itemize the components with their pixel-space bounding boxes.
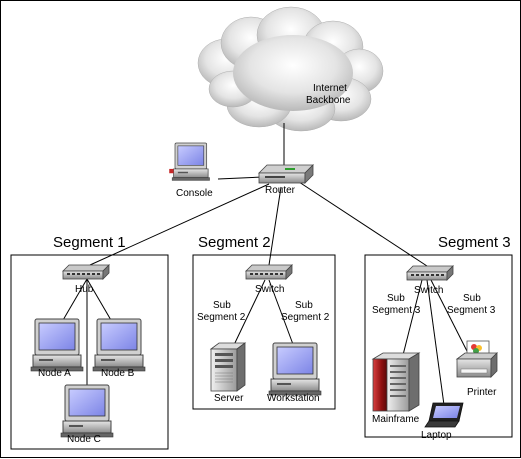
segment1-box [10, 254, 169, 450]
console-icon [169, 142, 210, 181]
printer-icon [455, 340, 498, 378]
link-console-router [217, 176, 264, 180]
node-b-icon [92, 318, 146, 372]
laptop-label: Laptop [421, 430, 452, 441]
subsegment3-right-line2: Segment 3 [447, 305, 496, 316]
hub-label: Hub [75, 284, 94, 295]
mainframe-label: Mainframe [372, 414, 420, 425]
subsegment3-left-line1: Sub [387, 293, 405, 304]
connection-lines [58, 123, 472, 406]
switch2-icon [245, 264, 293, 280]
switch3-icon [406, 265, 454, 281]
laptop-icon [424, 402, 464, 428]
node-b-label: Node B [101, 368, 135, 379]
router-label: Router [265, 185, 296, 196]
hub-icon [62, 264, 110, 280]
link-router-hub [89, 183, 270, 266]
switch3-label: Switch [414, 285, 443, 296]
segment2-label: Segment 2 [198, 234, 271, 251]
segment3-box [364, 254, 513, 438]
node-a-label: Node A [38, 368, 71, 379]
link-router-switch3 [298, 181, 428, 267]
subsegment2-right-line1: Sub [295, 300, 313, 311]
workstation-label: Workstation [267, 393, 320, 404]
subsegment3-left-line2: Segment 3 [372, 305, 421, 316]
internet-cloud [197, 6, 384, 132]
printer-label: Printer [467, 387, 497, 398]
subsegment2-left-line1: Sub [213, 300, 231, 311]
cloud-label-line1: Internet [313, 83, 347, 94]
link-switch3-laptop [426, 279, 445, 406]
link-switch3-printer [430, 279, 472, 360]
link-router-switch2 [268, 186, 282, 266]
link-switch2-server [232, 279, 266, 348]
router-icon [258, 164, 314, 184]
mainframe-icon [371, 352, 421, 412]
server-label: Server [214, 393, 244, 404]
subsegment3-right-line1: Sub [463, 293, 481, 304]
link-switch3-mainframe [401, 279, 423, 360]
subsegment2-left-line2: Segment 2 [197, 312, 246, 323]
node-c-label: Node C [67, 434, 101, 445]
node-c-icon [60, 384, 114, 438]
switch2-label: Switch [255, 284, 284, 295]
cloud-label-line2: Backbone [306, 95, 351, 106]
node-a-icon [30, 318, 84, 372]
segment3-label: Segment 3 [438, 234, 511, 251]
server-icon [209, 342, 247, 392]
workstation-icon [268, 342, 322, 396]
console-label: Console [176, 188, 213, 199]
subsegment2-right-line2: Segment 2 [281, 312, 330, 323]
link-switch2-workstation [268, 279, 295, 348]
segment2-box [192, 254, 336, 410]
segment1-label: Segment 1 [53, 234, 126, 251]
